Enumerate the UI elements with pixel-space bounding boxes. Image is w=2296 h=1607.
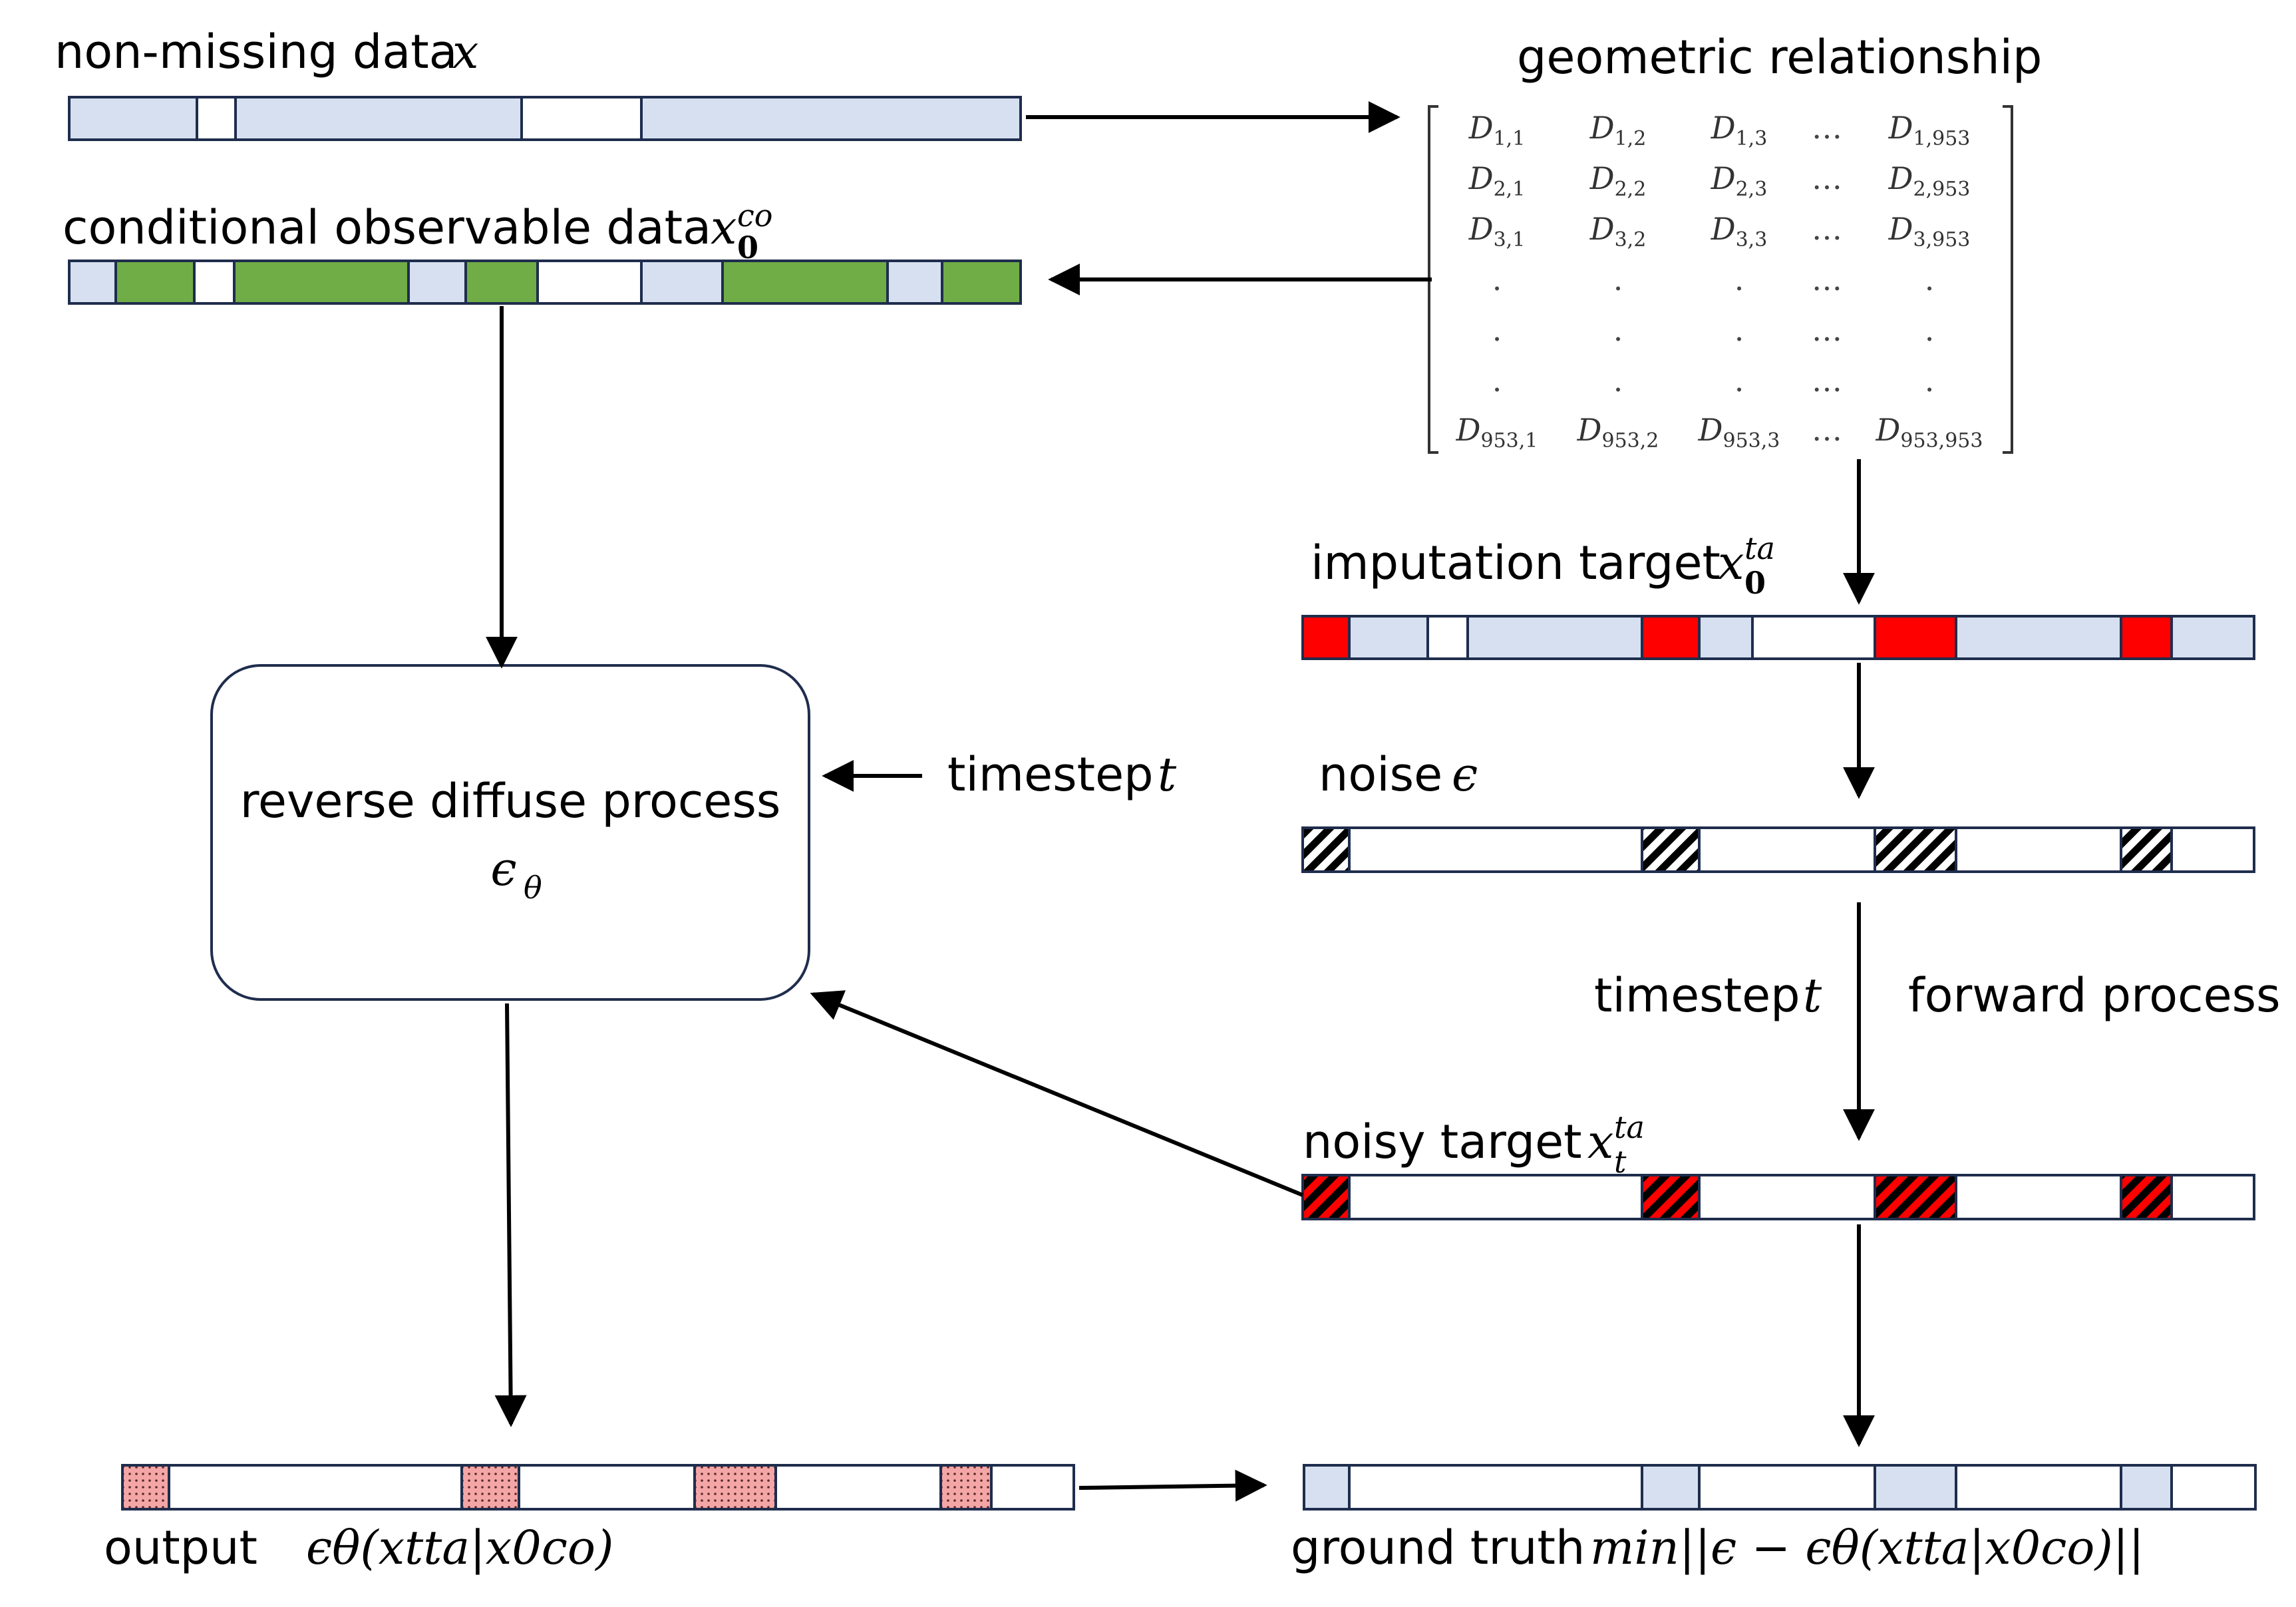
ground-truth-formula: min||ϵ − ϵθ(xtta|x0co)||	[1590, 1520, 2144, 1575]
matrix-cell: …	[1812, 363, 1842, 399]
reverse-process-box	[210, 664, 810, 1001]
output-formula: ϵθ(xtta|x0co)	[306, 1520, 613, 1575]
matrix-cell: D1,2	[1589, 110, 1647, 150]
matrix-cell: …	[1812, 211, 1842, 247]
matrix-cell: …	[1812, 160, 1842, 196]
conditional-sup: co	[737, 198, 772, 234]
non-missing-label: non-missing data	[55, 25, 458, 79]
matrix-cell: D2,2	[1589, 160, 1647, 201]
matrix-bracket-right	[2003, 105, 2013, 454]
imputation-label: imputation target	[1311, 536, 1721, 590]
reverse-process-sub: θ	[524, 870, 542, 906]
imputation-sup: ta	[1744, 530, 1775, 566]
matrix-cell: .	[1613, 262, 1623, 297]
non-missing-var: x	[452, 25, 478, 79]
matrix-cell: .	[1734, 312, 1744, 348]
non-missing-bar	[68, 96, 1022, 141]
matrix-cell: .	[1492, 312, 1502, 348]
matrix-cell: …	[1812, 110, 1842, 146]
arrow-output-to-ground-truth	[1078, 1469, 1267, 1502]
timestep-right-label: timestep	[1594, 968, 1800, 1023]
imputation-sub: 0	[1744, 565, 1766, 601]
matrix-cell: D2,3	[1711, 160, 1768, 201]
matrix-cell: D1,953	[1888, 110, 1971, 150]
matrix-cell: .	[1925, 262, 1935, 297]
output-bar	[121, 1464, 1075, 1511]
matrix-cell: .	[1925, 363, 1935, 399]
matrix-cell: .	[1613, 312, 1623, 348]
matrix-cell: …	[1812, 412, 1842, 448]
matrix-cell: D3,3	[1711, 211, 1768, 252]
matrix-cell: .	[1734, 363, 1744, 399]
geometric-label: geometric relationship	[1517, 30, 2042, 85]
matrix-cell: D3,1	[1468, 211, 1526, 252]
noisy-sub: t	[1614, 1144, 1627, 1180]
timestep-left-var: t	[1158, 747, 1177, 802]
matrix-cell: .	[1492, 262, 1502, 297]
conditional-bar	[68, 260, 1022, 305]
noise-label: noise	[1319, 747, 1442, 802]
matrix-cell: .	[1613, 363, 1623, 399]
arrow-noisy-to-reverse	[810, 990, 1304, 1197]
conditional-var: x	[711, 200, 737, 255]
conditional-label: conditional observable data	[63, 200, 711, 255]
reverse-process-label: reverse diffuse process	[240, 774, 781, 828]
arrow-reverse-to-output	[494, 1003, 527, 1427]
matrix-cell: D1,1	[1468, 110, 1526, 150]
matrix-cell: D3,2	[1589, 211, 1647, 252]
ground-truth-label: ground truth	[1291, 1520, 1585, 1575]
matrix-cell: .	[1734, 262, 1744, 297]
matrix-cell: D2,1	[1468, 160, 1526, 201]
matrix-cell: .	[1925, 312, 1935, 348]
matrix-cell: …	[1812, 312, 1842, 348]
noisy-bar	[1301, 1174, 2255, 1220]
noise-var: ϵ	[1452, 747, 1478, 802]
ground-truth-bar	[1303, 1464, 2257, 1511]
imputation-var: x	[1718, 536, 1744, 590]
matrix-cell: D2,953	[1888, 160, 1971, 201]
matrix-cell: .	[1492, 363, 1502, 399]
matrix-cell: D953,3	[1698, 412, 1780, 452]
matrix-cell: D953,2	[1577, 412, 1659, 452]
reverse-process-symbol: ϵ	[490, 842, 516, 896]
output-label: output	[104, 1520, 257, 1575]
noisy-label: noisy target	[1303, 1115, 1582, 1169]
matrix-cell: …	[1812, 262, 1842, 297]
timestep-left-label: timestep	[947, 747, 1154, 802]
matrix-cell: D1,3	[1711, 110, 1768, 150]
noise-bar	[1301, 826, 2255, 873]
forward-process-label: forward process	[1908, 968, 2281, 1023]
timestep-right-var: t	[1803, 968, 1822, 1023]
imputation-bar	[1301, 615, 2255, 660]
matrix-cell: D3,953	[1888, 211, 1971, 252]
noisy-var: x	[1587, 1115, 1613, 1169]
matrix-cell: D953,953	[1876, 412, 1983, 452]
noisy-sup: ta	[1614, 1109, 1645, 1145]
matrix-cell: D953,1	[1456, 412, 1538, 452]
